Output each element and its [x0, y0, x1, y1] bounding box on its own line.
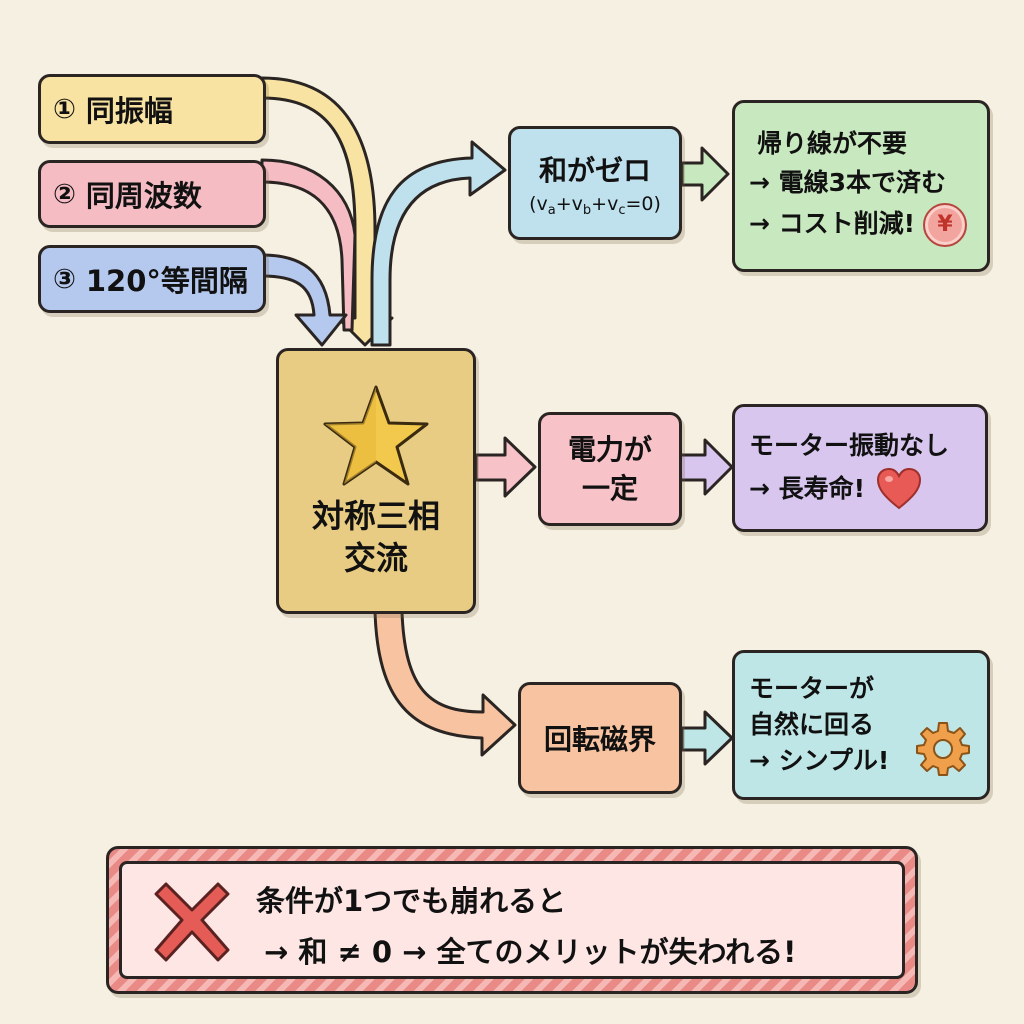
power-constant-line2: 一定 — [581, 472, 638, 505]
arrow-frequency-to-center — [260, 158, 357, 332]
condition-number: ③ — [53, 263, 76, 295]
arrow-phase-to-center — [260, 253, 348, 347]
center-node: 対称三相 交流 — [276, 348, 476, 614]
arrow-center-to-rotating-field — [373, 610, 517, 757]
condition-number: ② — [53, 178, 76, 210]
result-line: モーター振動なし — [749, 431, 950, 461]
heart-icon — [877, 467, 922, 509]
condition-label: 同周波数 — [85, 179, 202, 213]
result-line-text: → コスト削減! — [749, 209, 916, 239]
result-line: → 長寿命! — [749, 467, 985, 511]
result-line: モーターが — [749, 673, 875, 703]
warning-inner: 条件が1つでも崩れると → 和 ≠ 0 → 全てのメリットが失われる! — [119, 861, 905, 979]
arrow-amplitude-to-center — [260, 76, 394, 347]
eq-sub-b: b — [582, 202, 592, 218]
power-constant-node: 電力が 一定 — [538, 412, 682, 526]
result-line: 帰り線が不要 — [757, 129, 908, 159]
result-line-text: → 長寿命! — [749, 474, 866, 503]
warning-line1: 条件が1つでも崩れると — [256, 884, 567, 918]
warning-banner: 条件が1つでも崩れると → 和 ≠ 0 → 全てのメリットが失われる! — [106, 846, 918, 994]
result-line: → コスト削減! ¥ — [749, 202, 987, 247]
sum-zero-result: 帰り線が不要 → 電線3本で済む → コスト削減! ¥ — [732, 100, 990, 272]
result-line: 自然に回る — [749, 709, 875, 739]
eq-sub-a: a — [547, 202, 556, 218]
result-line: → シンプル! — [749, 746, 890, 776]
sum-zero-title: 和がゼロ — [538, 153, 651, 187]
warning-line2: → 和 ≠ 0 → 全てのメリットが失われる! — [264, 934, 797, 969]
arrow-power-to-result — [678, 438, 734, 496]
sum-zero-node: 和がゼロ (va+vb+vc=0) — [508, 126, 682, 240]
power-constant-line1: 電力が — [567, 432, 652, 466]
condition-label: 120°等間隔 — [85, 264, 248, 298]
eq-part: =0) — [625, 192, 661, 215]
arrow-sum-zero-to-result — [680, 146, 730, 202]
eq-part: (v — [529, 192, 548, 215]
arrow-center-to-power — [474, 436, 537, 498]
star-icon — [323, 385, 429, 486]
gear-icon — [916, 722, 970, 776]
eq-part: +v — [555, 192, 583, 215]
condition-frequency: ② 同周波数 — [38, 160, 266, 228]
condition-number: ① — [53, 93, 76, 125]
center-title-line1: 対称三相 — [311, 496, 440, 535]
condition-amplitude: ① 同振幅 — [38, 74, 266, 144]
center-title-line2: 交流 — [343, 538, 408, 577]
rotating-field-label: 回転磁界 — [543, 723, 656, 756]
eq-sub-c: c — [618, 202, 626, 218]
arrow-rotating-field-to-result — [680, 710, 734, 766]
yen-coin-icon: ¥ — [923, 202, 968, 247]
condition-label: 同振幅 — [85, 94, 173, 128]
power-constant-result: モーター振動なし → 長寿命! — [732, 404, 988, 532]
warning-text: 条件が1つでも崩れると → 和 ≠ 0 → 全てのメリットが失われる! — [256, 876, 796, 978]
condition-phase: ③ 120°等間隔 — [38, 245, 266, 313]
arrow-center-to-sum-zero — [370, 140, 507, 347]
result-line: → 電線3本で済む — [749, 168, 947, 197]
cross-icon — [154, 882, 230, 962]
rotating-field-node: 回転磁界 — [518, 682, 682, 794]
sum-zero-equation: (va+vb+vc=0) — [529, 193, 661, 218]
eq-part: +v — [591, 192, 619, 215]
rotating-field-result: モーターが 自然に回る → シンプル! — [732, 650, 990, 800]
